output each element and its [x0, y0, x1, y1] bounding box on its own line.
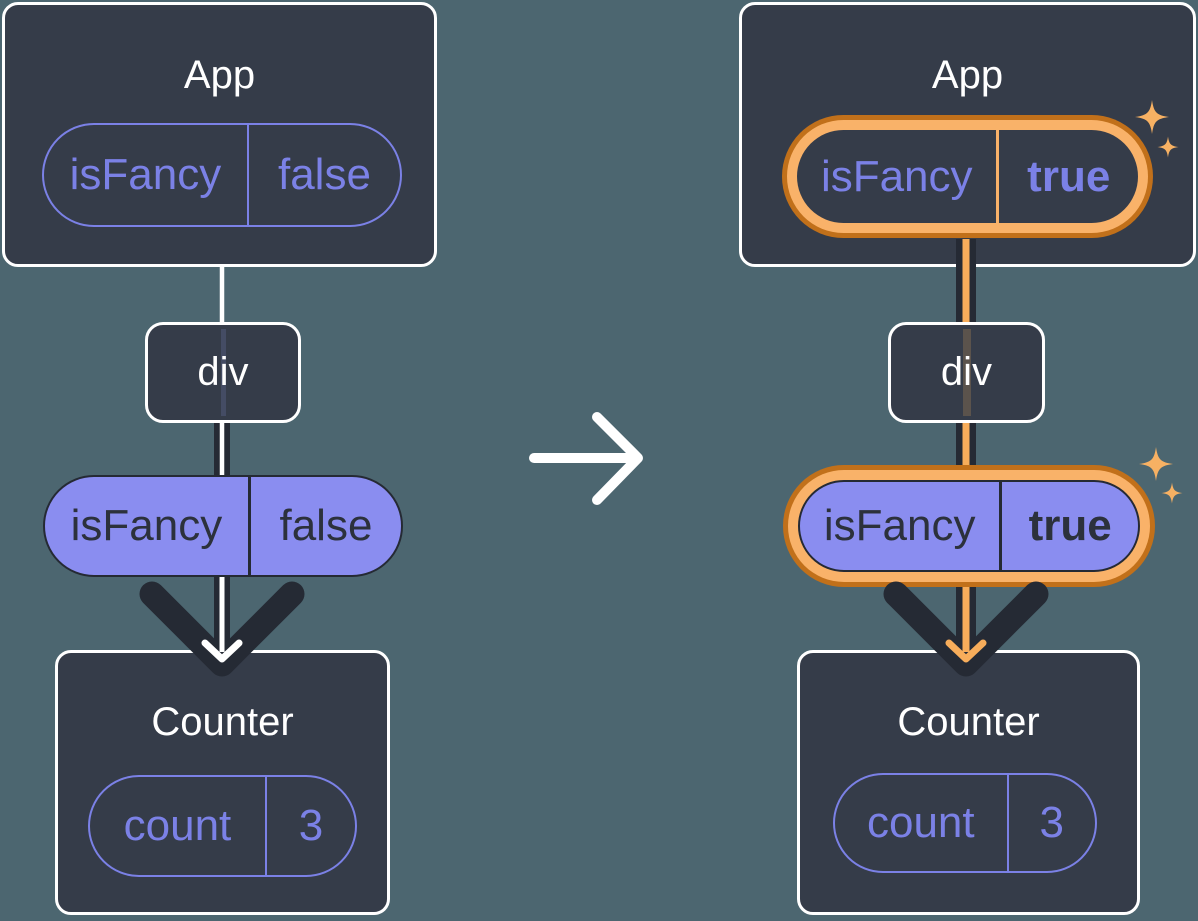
left-app-prop-value: false — [277, 150, 371, 199]
right-counter-state-pill: count 3 — [833, 773, 1097, 873]
left-prop-pill: isFancy false — [43, 475, 403, 577]
right-app-prop-highlight-ring: isFancy true — [787, 120, 1148, 233]
left-app-title: App — [183, 53, 256, 97]
left-counter-state-key: count — [123, 801, 232, 850]
right-counter-state-value: 3 — [1039, 798, 1065, 847]
left-app-prop-pill: isFancy false — [42, 123, 402, 227]
right-counter-state-divider — [1006, 775, 1009, 871]
left-prop-divider — [247, 477, 251, 575]
right-app-title: App — [931, 53, 1004, 97]
left-prop-value: false — [279, 501, 373, 550]
right-counter-state-key: count — [866, 798, 975, 847]
left-counter-state-value: 3 — [298, 801, 324, 850]
left-div-box — [145, 322, 301, 423]
left-app-prop-divider — [246, 125, 249, 225]
right-counter-title: Counter — [897, 700, 1040, 744]
right-app-prop-pill: isFancy true — [797, 130, 1138, 223]
right-prop-highlight-ring: isFancy true — [788, 470, 1150, 582]
right-div-pass-through-stripe — [962, 329, 971, 416]
left-prop-key: isFancy — [70, 501, 223, 550]
left-div-label: div — [197, 350, 249, 394]
left-prop-arrow-icon — [139, 577, 305, 677]
sparkle-icon — [1161, 482, 1183, 504]
transition-arrow-icon — [529, 412, 643, 505]
left-counter-title: Counter — [151, 700, 294, 744]
right-prop-divider — [999, 482, 1003, 570]
left-div-pass-through-stripe — [220, 329, 226, 416]
right-prop-value: true — [1028, 501, 1112, 550]
right-prop-arrow-icon — [883, 581, 1049, 677]
right-app-prop-key: isFancy — [820, 151, 973, 201]
right-app-prop-divider — [996, 130, 1000, 223]
right-div-label: div — [940, 350, 993, 394]
left-app-prop-key: isFancy — [69, 150, 222, 199]
right-prop-key: isFancy — [823, 501, 976, 550]
left-counter-state-pill: count 3 — [88, 775, 357, 877]
sparkle-icon — [1135, 100, 1169, 134]
right-div-box — [888, 322, 1045, 423]
left-counter-state-divider — [264, 777, 267, 875]
sparkle-icon — [1157, 136, 1179, 158]
right-prop-pill: isFancy true — [798, 480, 1140, 572]
sparkle-icon — [1139, 447, 1173, 481]
right-app-prop-value: true — [1027, 151, 1111, 201]
